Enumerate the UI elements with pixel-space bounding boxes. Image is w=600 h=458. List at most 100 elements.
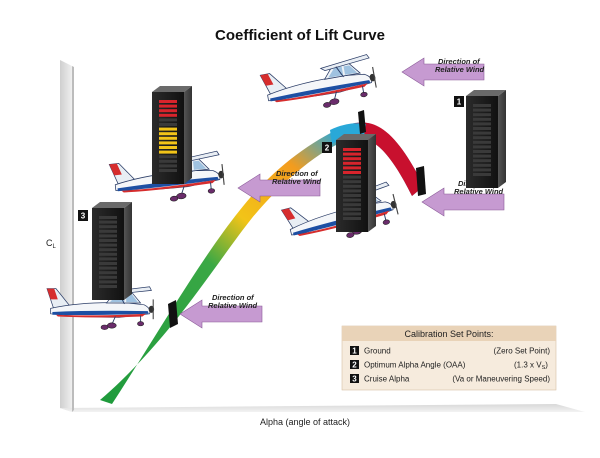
svg-text:(Zero Set Point): (Zero Set Point) — [494, 347, 551, 356]
wind-label-bottom: Direction of Relative Wind — [208, 293, 258, 310]
indicator-light — [473, 117, 491, 121]
indicator-light — [343, 198, 361, 202]
svg-text:Relative Wind: Relative Wind — [208, 301, 258, 310]
indicator-light — [473, 154, 491, 158]
indicator-light — [99, 234, 117, 238]
indicator-light — [159, 132, 177, 136]
svg-text:1: 1 — [352, 347, 357, 356]
svg-text:(Va or Maneuvering Speed): (Va or Maneuvering Speed) — [452, 375, 550, 384]
ground-marker — [416, 166, 426, 196]
indicator-light — [343, 152, 361, 156]
indicator-light — [473, 163, 491, 167]
indicator-cruise-lights — [99, 216, 117, 288]
svg-text:3: 3 — [81, 212, 86, 221]
wind-label-top: Direction of Relative Wind — [435, 57, 485, 74]
svg-text:3: 3 — [352, 375, 357, 384]
indicator-light — [473, 104, 491, 107]
indicator-light — [99, 262, 117, 265]
indicator-cruise — [92, 202, 132, 300]
indicator-light — [473, 159, 491, 163]
legend-row-optimum: 2 Optimum Alpha Angle (OAA) (1.3 x VS) — [350, 360, 548, 371]
indicator-light — [99, 248, 117, 252]
cruise-marker — [168, 300, 178, 328]
svg-text:1: 1 — [457, 98, 462, 107]
badge-optimum: 2 — [322, 142, 332, 153]
indicator-light — [159, 123, 177, 126]
indicator-low-alpha — [152, 86, 192, 184]
svg-text:Direction of: Direction of — [276, 169, 319, 178]
indicator-light — [159, 127, 177, 131]
indicator-light — [473, 122, 491, 126]
chart-axes — [60, 60, 585, 412]
indicator-light — [473, 127, 491, 130]
badge-cruise: 3 — [78, 210, 88, 221]
airplane-optimum — [259, 53, 380, 119]
indicator-ground-lights — [473, 104, 491, 176]
indicator-light — [99, 229, 117, 233]
indicator-light — [473, 173, 491, 176]
indicator-light — [99, 280, 117, 284]
indicator-light — [343, 157, 361, 161]
svg-text:Optimum Alpha Angle (OAA): Optimum Alpha Angle (OAA) — [364, 361, 466, 370]
indicator-low-alpha-lights — [159, 100, 177, 172]
indicator-light — [159, 146, 177, 149]
indicator-light — [159, 150, 177, 154]
indicator-light — [99, 239, 117, 242]
indicator-light — [159, 100, 177, 103]
indicator-light — [159, 136, 177, 140]
svg-text:Relative Wind: Relative Wind — [272, 177, 322, 186]
stall-segment — [352, 122, 424, 196]
indicator-light — [473, 108, 491, 112]
indicator-light — [99, 271, 117, 275]
badge-ground: 1 — [454, 96, 464, 107]
indicator-light — [343, 180, 361, 184]
indicator-light — [473, 168, 491, 172]
indicator-light — [343, 194, 361, 197]
svg-text:Direction of: Direction of — [212, 293, 255, 302]
indicator-light — [99, 275, 117, 279]
y-axis-label: CL — [46, 238, 57, 250]
indicator-light — [343, 184, 361, 188]
indicator-light — [473, 150, 491, 153]
indicator-light — [159, 113, 177, 117]
svg-text:Relative Wind: Relative Wind — [435, 65, 485, 74]
indicator-light — [99, 243, 117, 247]
indicator-light — [343, 189, 361, 193]
svg-text:Ground: Ground — [364, 347, 391, 356]
indicator-light — [473, 113, 491, 117]
indicator-light — [343, 175, 361, 179]
legend-title: Calibration Set Points: — [404, 329, 493, 339]
indicator-light — [159, 159, 177, 163]
diagram-title: Coefficient of Lift Curve — [215, 27, 385, 44]
indicator-light — [159, 118, 177, 122]
svg-text:2: 2 — [352, 361, 357, 370]
x-axis-label: Alpha (angle of attack) — [260, 417, 350, 427]
svg-text:Relative Wind: Relative Wind — [454, 187, 504, 196]
legend-row-cruise: 3 Cruise Alpha (Va or Maneuvering Speed) — [350, 374, 550, 384]
indicator-light — [473, 136, 491, 140]
svg-text:2: 2 — [325, 144, 330, 153]
indicator-light — [343, 207, 361, 211]
svg-text:Cruise Alpha: Cruise Alpha — [364, 375, 410, 384]
indicator-light — [343, 166, 361, 170]
wind-label-left: Direction of Relative Wind — [272, 169, 322, 186]
indicator-ground — [466, 90, 506, 188]
indicator-light — [99, 216, 117, 219]
indicator-light — [159, 155, 177, 159]
indicator-light — [99, 257, 117, 261]
indicator-light — [343, 148, 361, 151]
optimum-marker — [358, 110, 366, 134]
legend-row-ground: 1 Ground (Zero Set Point) — [350, 346, 550, 356]
indicator-light — [473, 131, 491, 135]
indicator-light — [473, 145, 491, 149]
indicator-light — [343, 203, 361, 207]
indicator-light — [99, 220, 117, 224]
indicator-light — [159, 169, 177, 172]
indicator-light — [99, 252, 117, 256]
indicator-light — [159, 164, 177, 168]
svg-text:(1.3 x VS): (1.3 x VS) — [514, 361, 548, 372]
indicator-light — [99, 285, 117, 288]
indicator-optimum-lights — [343, 148, 361, 220]
indicator-light — [159, 104, 177, 108]
